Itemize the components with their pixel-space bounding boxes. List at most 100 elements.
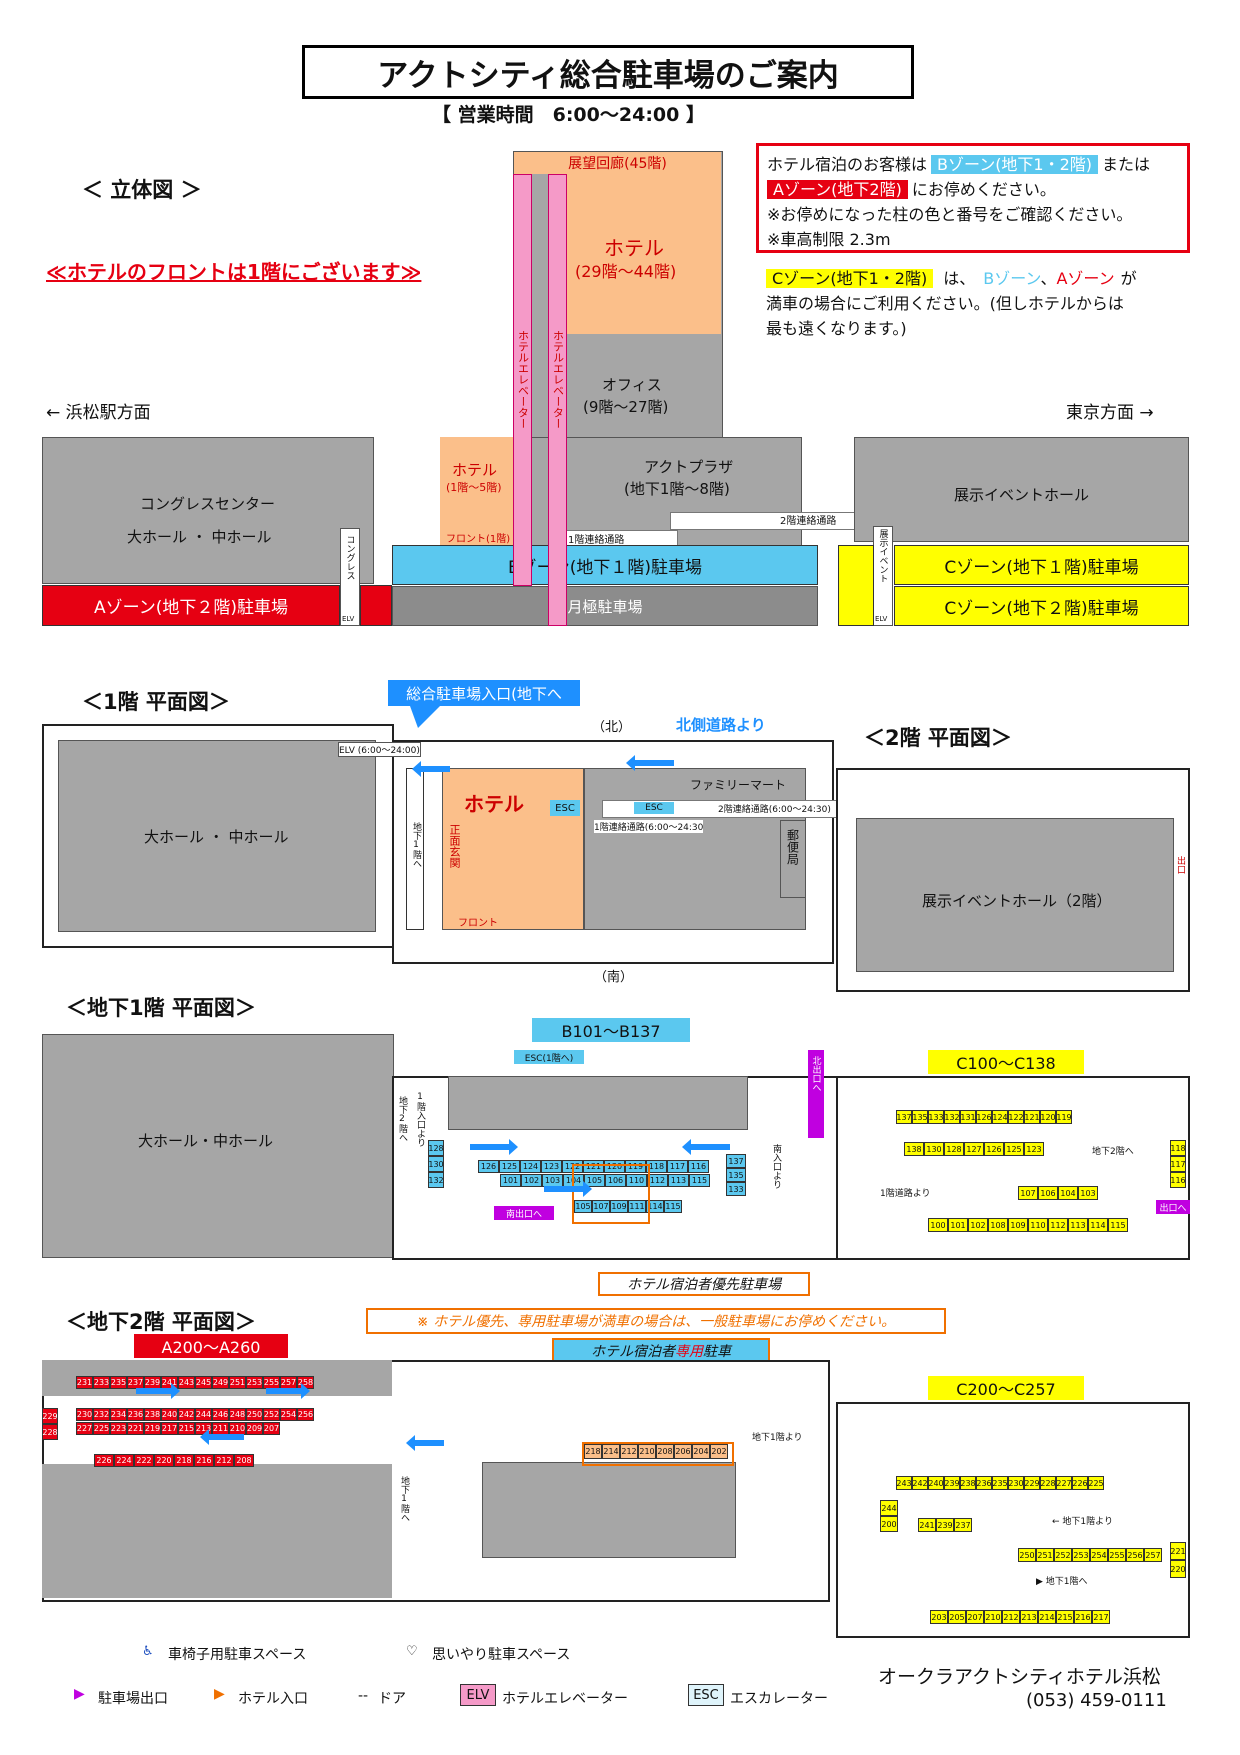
parking-stall: 214 [1038,1610,1056,1624]
parking-stall: 229 [42,1408,58,1424]
parking-stall: 108 [988,1218,1008,1232]
parking-stall: 252 [263,1408,280,1421]
parking-stall: 101 [500,1174,521,1187]
wheelchair-legend: 車椅子用駐車スペース [168,1647,307,1663]
parking-stall: 235 [992,1476,1008,1490]
zone-a-parking: Aゾーン(地下２階)駐車場 [42,585,340,626]
flow-arrow-1f-2 [412,761,450,777]
parking-stall: 218 [174,1454,194,1467]
b1-hall [42,1034,394,1258]
main-entrance-label: 正面玄関 [448,824,461,868]
parking-stall: 235 [110,1376,127,1389]
flow-arrow-b1-2 [682,1139,730,1155]
floor1-hall [58,740,376,932]
b1-south-exit: 南出口へ [494,1206,554,1220]
priority-label: ホテル宿泊者優先駐車場 [598,1272,810,1296]
floor1-heading: ＜1階 平面図＞ [82,690,230,714]
b1-c-outline [836,1076,1190,1260]
parking-stall: 117 [1170,1156,1186,1172]
hotel-lower-label: ホテル [452,461,498,479]
act-plaza-label: アクトプラザ [644,458,734,476]
parking-stall: 227 [76,1422,93,1435]
passage-2f-plan-label: 2階連絡通路(6:00〜24:30) [718,805,831,815]
parking-stall: 250 [1018,1548,1036,1562]
observatory-floor: 展望回廊(45階) [514,152,721,174]
parking-stall: 249 [212,1376,229,1389]
b1-heading: ＜地下1階 平面図＞ [66,996,256,1020]
zone-c1-parking: Cゾーン(地下１階)駐車場 [894,545,1189,585]
floor1-mart-block [584,768,806,930]
parking-stall: 239 [144,1376,161,1389]
parking-stall: 237 [954,1518,972,1532]
to-station-label: ← 浜松駅方面 [46,403,151,423]
wheelchair-icon: ♿ [142,1644,154,1659]
hotel-entry-legend: ホテル入口 [238,1691,308,1707]
parking-stall: 106 [605,1174,626,1187]
parking-stall: 248 [229,1408,246,1421]
parking-stall: 102 [521,1174,542,1187]
front-label: フロント [458,918,498,929]
b1-esc: ESC(1階へ) [514,1050,584,1064]
parking-stall: 243 [178,1376,195,1389]
parking-stall: 230 [1008,1476,1024,1490]
post-office: 郵便局 [780,820,806,898]
from-b1-label: 地下1階より [752,1433,803,1443]
parking-stall: 217 [1092,1610,1110,1624]
parking-stall: 200 [880,1516,898,1532]
parking-stall: 107 [592,1200,610,1213]
door-dash-icon: -- [358,1688,369,1704]
c1-range-label: C100〜C138 [928,1050,1084,1074]
parking-stall: 225 [1088,1476,1104,1490]
parking-stall: 114 [646,1200,664,1213]
exit-legend: 駐車場出口 [98,1691,168,1707]
parking-stall: 208 [234,1454,254,1467]
b1-from-1f-road: 1階道路より [880,1189,931,1199]
front-1f-label: フロント(1階) [446,534,511,545]
caution-label: ※ ホテル優先、専用駐車場が満車の場合は、一般駐車場にお停めください。 [366,1308,946,1334]
parking-stall: 239 [936,1518,954,1532]
parking-stall: 122 [1008,1110,1024,1124]
parking-stall: 209 [246,1422,263,1435]
hotel-elevator-2: ホテルエレベーター [548,174,567,626]
parking-stall: 223 [110,1422,127,1435]
flow-arrow-b2-3 [200,1429,244,1445]
parking-stall: 127 [964,1142,984,1156]
parking-stall: 107 [1018,1186,1038,1200]
parking-stall: 256 [297,1408,314,1421]
parking-stall: 130 [924,1142,944,1156]
b1-c-to-b2: 地下2階へ [1092,1147,1134,1157]
b1-exit: 出口へ [1156,1200,1190,1214]
parking-stall: 208 [656,1444,674,1459]
parking-stall: 255 [1108,1548,1126,1562]
heart-legend: 思いやり駐車スペース [432,1647,571,1663]
parking-stall: 114 [1088,1218,1108,1232]
parking-stall: 119 [1056,1110,1072,1124]
parking-stall: 115 [664,1200,682,1213]
flow-arrow-b1-3 [544,1181,592,1197]
passage-1f-label: 1階連絡通路 [568,535,625,546]
zone-c1-left [838,545,874,626]
business-hours: 【 営業時間 6:00〜24:00 】 [432,104,705,126]
parking-stall: 242 [912,1476,928,1490]
parking-stall: 206 [674,1444,692,1459]
parking-stall: 132 [428,1172,444,1188]
parking-stall: 236 [127,1408,144,1421]
parking-stall: 204 [692,1444,710,1459]
parking-stall: 256 [1126,1548,1144,1562]
hotel-lower-block [440,437,513,545]
esc-legend-box: ESC [688,1684,724,1706]
b2-heading: ＜地下2階 平面図＞ [66,1310,256,1334]
parking-stall: 251 [1036,1548,1054,1562]
parking-stall: 109 [1008,1218,1028,1232]
door-legend: ドア [378,1691,406,1707]
parking-stall: 102 [968,1218,988,1232]
parking-stall: 124 [520,1160,541,1173]
dedicated-outline [582,1442,734,1466]
parking-stall: 257 [1144,1548,1162,1562]
parking-stall: 216 [194,1454,214,1467]
act-plaza-floors: (地下1階〜8階) [624,480,730,498]
entrance-arrow-icon [410,706,440,728]
parking-stall: 250 [246,1408,263,1421]
